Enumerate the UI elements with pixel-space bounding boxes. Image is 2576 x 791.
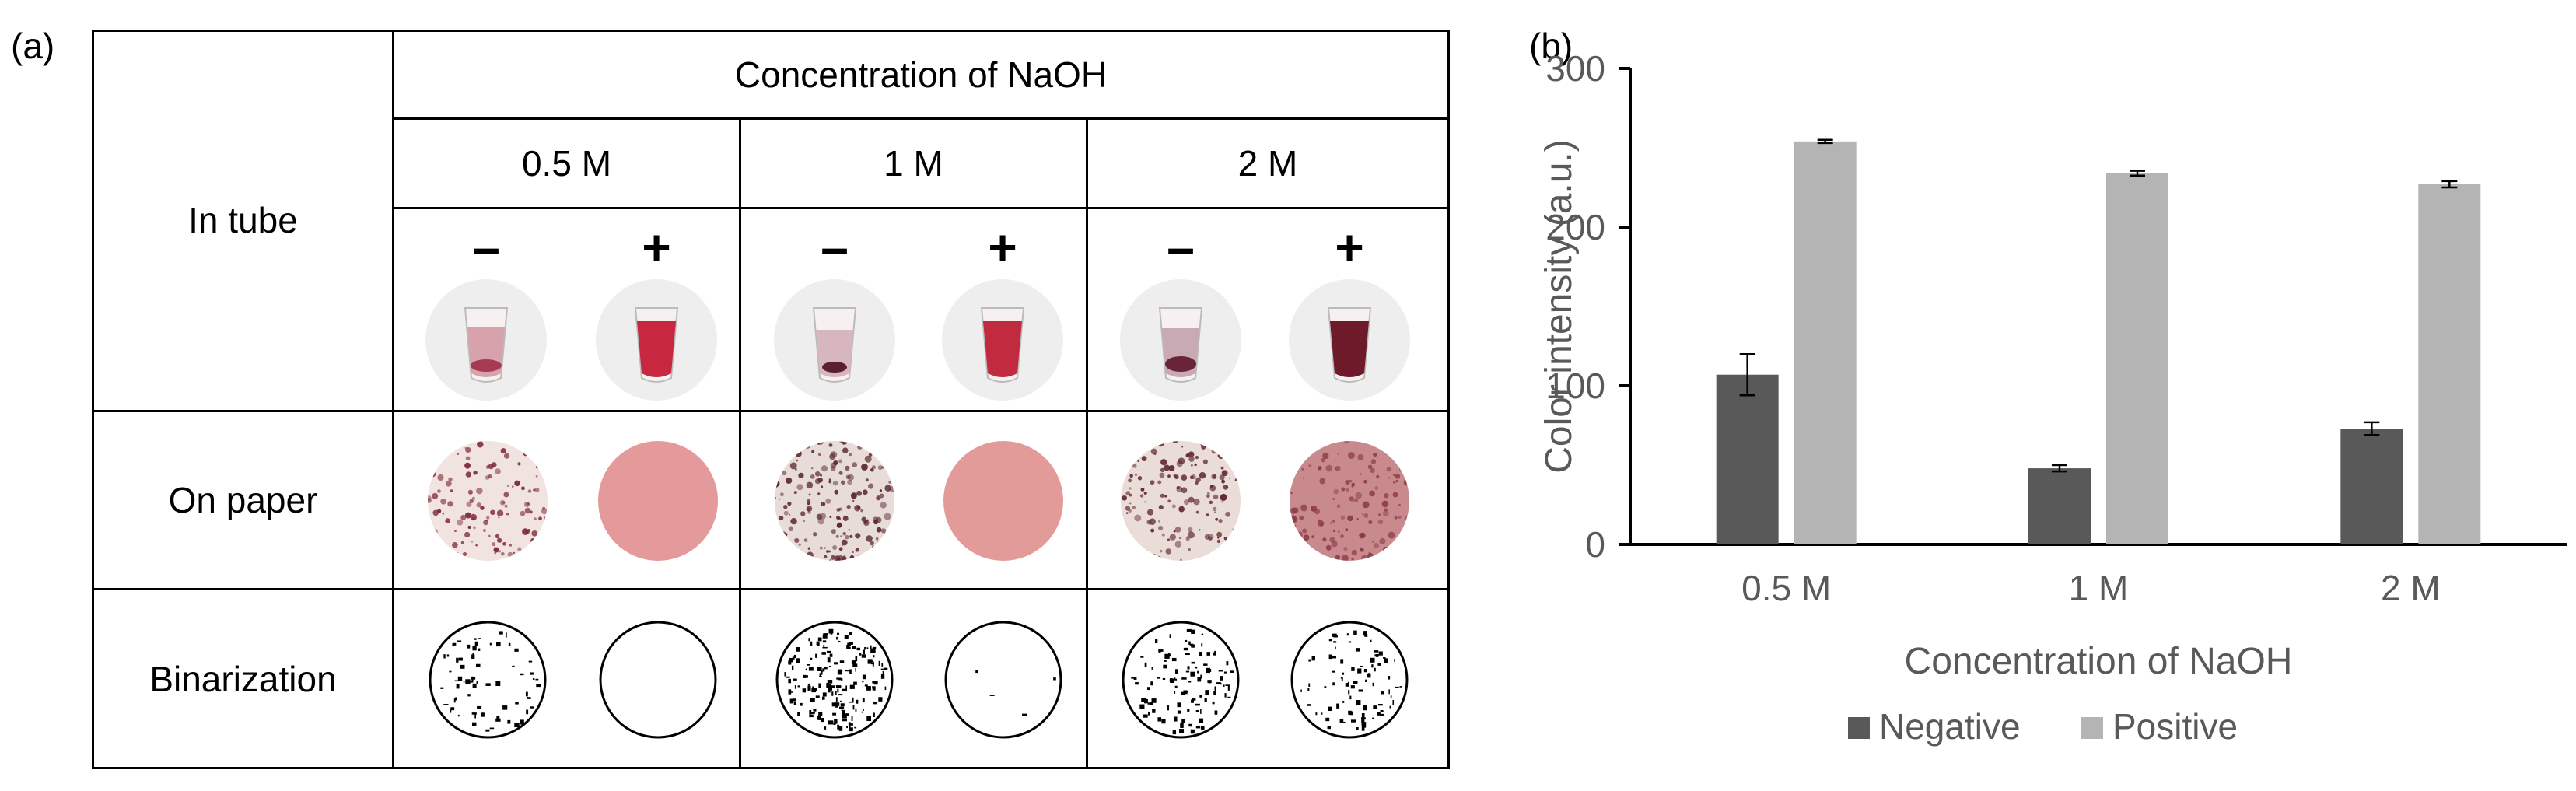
col-header-0-5m: 0.5 M bbox=[521, 143, 612, 184]
binarization-0-5m-negative bbox=[429, 621, 547, 739]
bar-negative-1 bbox=[2028, 468, 2091, 544]
comparison-table: Concentration of NaOH 0.5 M 1 M 2 M In t… bbox=[92, 30, 1450, 769]
binarization-2m-positive bbox=[1290, 621, 1409, 739]
tube-photo-0-5m-positive bbox=[596, 279, 717, 401]
binarization-1m-positive bbox=[944, 621, 1062, 739]
x-axis-title: Concentration of NaOH bbox=[1905, 641, 2293, 682]
paper-photo-0-5m-negative bbox=[428, 441, 548, 561]
error-bar-negative-0 bbox=[1739, 352, 1755, 397]
bar-positive-2 bbox=[2418, 184, 2481, 545]
y-tick-label: 0 bbox=[1585, 524, 1605, 565]
x-tick-label: 2 M bbox=[2381, 568, 2441, 608]
tube-photo-1m-negative bbox=[774, 279, 895, 401]
tube-photo-2m-negative bbox=[1120, 279, 1241, 401]
tube-photo-1m-positive bbox=[942, 279, 1063, 401]
sign-negative: – bbox=[821, 219, 849, 275]
y-tick-label: 100 bbox=[1545, 366, 1605, 406]
row-label-binarization: Binarization bbox=[149, 658, 337, 699]
binarization-0-5m-positive bbox=[599, 621, 717, 739]
binarization-2m-negative bbox=[1122, 621, 1240, 739]
panel-label-b: (b) bbox=[1529, 26, 1573, 66]
col-header-2m: 2 M bbox=[1237, 143, 1298, 184]
legend-swatch-negative bbox=[1848, 717, 1870, 739]
row-label-in-tube: In tube bbox=[188, 200, 298, 240]
error-bar-positive-2 bbox=[2441, 180, 2458, 189]
tube-photo-2m-positive bbox=[1289, 279, 1410, 401]
row-label-on-paper: On paper bbox=[168, 480, 318, 520]
tube-photo-0-5m-negative bbox=[425, 279, 547, 401]
col-header-1m: 1 M bbox=[884, 143, 943, 184]
bar-positive-1 bbox=[2106, 173, 2168, 544]
panel-label-a: (a) bbox=[11, 26, 55, 66]
y-axis-title: Color intensity (a.u.) bbox=[1538, 139, 1580, 474]
bar-positive-0 bbox=[1794, 141, 1857, 545]
y-tick-label: 200 bbox=[1545, 207, 1605, 247]
error-bar-positive-0 bbox=[1817, 138, 1833, 145]
y-tick-label: 300 bbox=[1545, 48, 1605, 89]
paper-photo-1m-negative bbox=[775, 441, 894, 561]
legend-swatch-positive bbox=[2081, 717, 2103, 739]
legend-label-positive: Positive bbox=[2112, 706, 2238, 747]
error-bar-negative-2 bbox=[2364, 421, 2380, 436]
paper-photo-2m-negative bbox=[1121, 441, 1241, 561]
bar-negative-2 bbox=[2340, 429, 2403, 544]
sign-positive: + bbox=[988, 219, 1017, 275]
sign-positive: + bbox=[642, 219, 671, 275]
sign-negative: – bbox=[472, 219, 500, 275]
bar-chart: 0 100 200 300 0.5 M 1 M 2 M Concentration of Na… bbox=[1538, 48, 2567, 747]
bar-negative-0 bbox=[1716, 374, 1779, 544]
legend-label-negative: Negative bbox=[1879, 706, 2021, 747]
x-tick-label: 0.5 M bbox=[1741, 568, 1831, 608]
paper-photo-1m-positive bbox=[943, 441, 1063, 561]
table-header-concentration: Concentration of NaOH bbox=[734, 54, 1108, 95]
sign-positive: + bbox=[1335, 219, 1364, 275]
error-bar-positive-1 bbox=[2130, 170, 2145, 177]
sign-negative: – bbox=[1167, 219, 1195, 275]
error-bar-negative-1 bbox=[2052, 464, 2067, 473]
paper-photo-2m-positive bbox=[1290, 441, 1409, 561]
paper-photo-0-5m-positive bbox=[598, 441, 718, 561]
x-tick-label: 1 M bbox=[2069, 568, 2129, 608]
binarization-1m-negative bbox=[775, 621, 894, 739]
